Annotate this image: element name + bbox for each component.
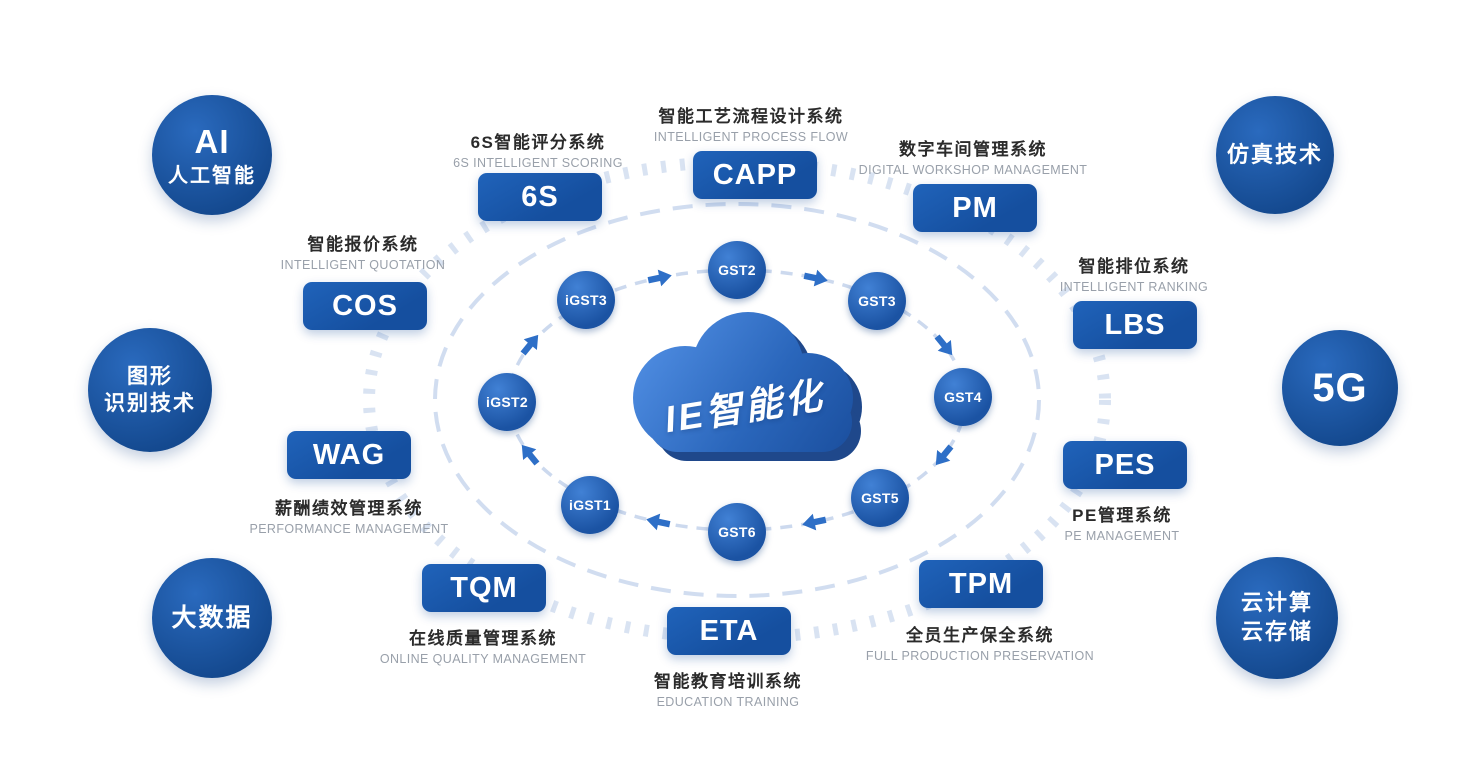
system-label-zh: 智能报价系统: [307, 235, 419, 254]
system-label-zh: 智能工艺流程设计系统: [658, 107, 844, 126]
flow-node-gst6: GST6: [708, 503, 766, 561]
flow-node-label: GST3: [858, 293, 896, 309]
system-label-en: INTELLIGENT QUOTATION: [280, 258, 446, 272]
flow-arrow: [516, 329, 545, 359]
system-label-zh: 薪酬绩效管理系统: [275, 499, 423, 518]
system-label-lbs: 智能排位系统 INTELLIGENT RANKING: [1060, 252, 1208, 294]
tech-circle-bigdata: 大数据: [152, 558, 272, 678]
flow-node-label: GST4: [944, 389, 982, 405]
tech-circle-cloud: 云计算 云存储: [1216, 557, 1338, 679]
tech-label: 云计算: [1240, 590, 1313, 616]
system-abbr: CAPP: [712, 158, 798, 191]
system-badge-eta: ETA: [667, 607, 791, 655]
system-label-en: 6S INTELLIGENT SCORING: [453, 156, 623, 170]
system-abbr: PES: [1094, 448, 1156, 481]
system-badge-6s: 6S: [478, 173, 602, 221]
system-abbr: TPM: [948, 567, 1014, 600]
system-label-en: DIGITAL WORKSHOP MANAGEMENT: [858, 163, 1088, 177]
tech-circle-ai: AI 人工智能: [152, 95, 272, 215]
system-label-zh: 在线质量管理系统: [409, 629, 557, 648]
flow-node-label: GST6: [718, 524, 756, 540]
system-label-en: INTELLIGENT PROCESS FLOW: [653, 130, 849, 144]
system-label-en: PE MANAGEMENT: [1064, 529, 1180, 543]
tech-label: 人工智能: [168, 165, 256, 188]
flow-arrow: [929, 441, 958, 471]
system-label-zh: 6S智能评分系统: [470, 133, 606, 152]
flow-arrow: [644, 511, 672, 533]
tech-label: 云存储: [1240, 619, 1313, 644]
system-label-en: INTELLIGENT RANKING: [1059, 280, 1209, 294]
system-label-pm: 数字车间管理系统 DIGITAL WORKSHOP MANAGEMENT: [859, 135, 1088, 177]
system-label-eta: 智能教育培训系统 EDUCATION TRAINING: [654, 667, 802, 709]
flow-node-gst3: GST3: [848, 272, 906, 330]
system-label-tqm: 在线质量管理系统 ONLINE QUALITY MANAGEMENT: [380, 624, 586, 666]
flow-node-igst1: iGST1: [561, 476, 619, 534]
system-badge-cos: COS: [303, 282, 427, 330]
tech-label: 5G: [1312, 366, 1368, 410]
system-badge-tpm: TPM: [919, 560, 1043, 608]
tech-label: 图形: [127, 364, 173, 388]
flow-node-label: GST5: [861, 490, 899, 506]
system-badge-lbs: LBS: [1073, 301, 1197, 349]
system-badge-pes: PES: [1063, 441, 1187, 489]
flow-arrow: [515, 439, 544, 469]
system-label-6s: 6S智能评分系统 6S INTELLIGENT SCORING: [453, 128, 623, 170]
flow-node-label: iGST1: [569, 497, 611, 513]
flow-node-igst3: iGST3: [557, 271, 615, 329]
tech-circle-graphic-recognition: 图形 识别技术: [88, 328, 212, 452]
system-label-zh: PE管理系统: [1072, 506, 1172, 525]
flow-node-igst2: iGST2: [478, 373, 536, 431]
system-abbr: COS: [332, 289, 398, 322]
system-badge-wag: WAG: [287, 431, 411, 479]
flow-node-gst2: GST2: [708, 241, 766, 299]
center-cloud-icon: [633, 312, 862, 461]
system-label-wag: 薪酬绩效管理系统 PERFORMANCE MANAGEMENT: [249, 494, 448, 536]
tech-label: AI: [194, 122, 230, 160]
flow-arrow: [802, 267, 830, 289]
system-abbr: TQM: [450, 571, 518, 604]
flow-node-label: iGST2: [486, 394, 528, 410]
system-label-en: ONLINE QUALITY MANAGEMENT: [379, 652, 587, 666]
flow-node-gst5: GST5: [851, 469, 909, 527]
system-abbr: ETA: [699, 614, 759, 647]
system-label-zh: 智能教育培训系统: [654, 672, 802, 691]
system-label-tpm: 全员生产保全系统 FULL PRODUCTION PRESERVATION: [866, 621, 1094, 663]
tech-circle-5g: 5G: [1282, 330, 1398, 446]
tech-circle-simulation: 仿真技术: [1216, 96, 1334, 214]
outer-tick-ring: [363, 156, 1111, 644]
system-abbr: WAG: [312, 438, 386, 471]
tech-label: 仿真技术: [1226, 141, 1323, 167]
system-label-zh: 全员生产保全系统: [905, 626, 1054, 645]
system-label-capp: 智能工艺流程设计系统 INTELLIGENT PROCESS FLOW: [654, 102, 848, 144]
flow-arrow: [800, 511, 828, 533]
tech-label: 大数据: [171, 603, 253, 632]
flow-arrow: [646, 267, 674, 289]
tech-label: 识别技术: [104, 392, 196, 415]
system-label-pes: PE管理系统 PE MANAGEMENT: [1065, 501, 1180, 543]
system-label-en: FULL PRODUCTION PRESERVATION: [865, 649, 1095, 663]
flow-node-label: GST2: [718, 262, 756, 278]
system-abbr: PM: [952, 191, 998, 224]
system-abbr: LBS: [1104, 308, 1166, 341]
system-label-zh: 智能排位系统: [1078, 257, 1190, 276]
middle-dashed-ring: [433, 202, 1041, 598]
flow-node-gst4: GST4: [934, 368, 992, 426]
system-badge-tqm: TQM: [422, 564, 546, 612]
system-badge-capp: CAPP: [693, 151, 817, 199]
system-label-en: EDUCATION TRAINING: [656, 695, 800, 709]
system-label-en: PERFORMANCE MANAGEMENT: [249, 522, 449, 536]
system-label-cos: 智能报价系统 INTELLIGENT QUOTATION: [281, 230, 446, 272]
system-label-zh: 数字车间管理系统: [899, 140, 1047, 159]
system-abbr: 6S: [521, 180, 559, 213]
flow-node-label: iGST3: [565, 292, 607, 308]
system-badge-pm: PM: [913, 184, 1037, 232]
